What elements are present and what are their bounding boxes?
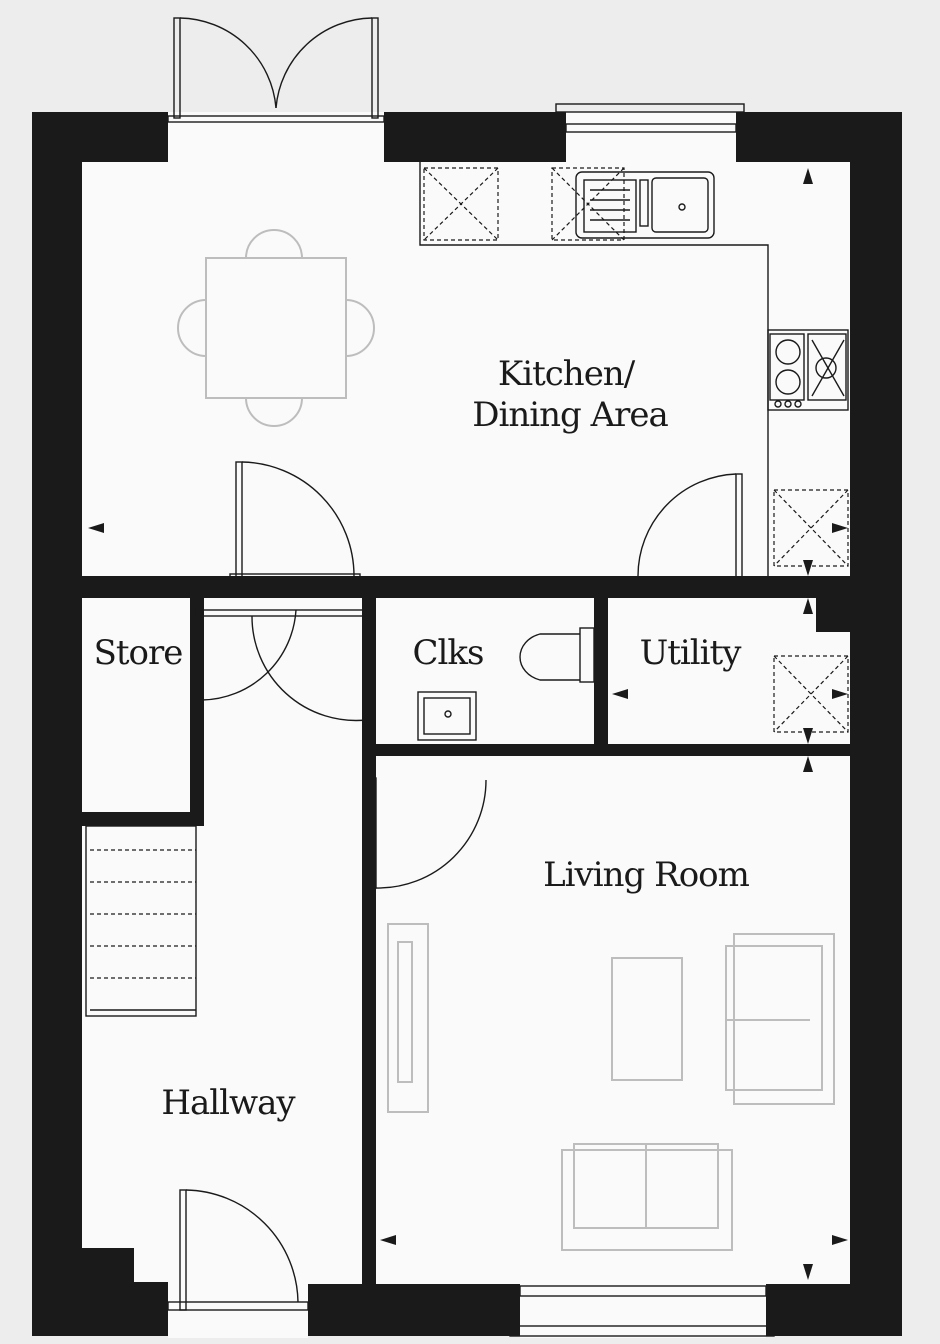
stairs: [85, 825, 197, 1017]
living-furniture: [387, 923, 835, 1251]
cloakroom-fixtures: [417, 627, 595, 741]
doors: [167, 461, 743, 1311]
dining-table: [177, 229, 375, 427]
french-doors: [167, 17, 385, 123]
label-clks: Clks: [413, 633, 484, 673]
window-kitchen: [555, 103, 745, 133]
label-hallway: Hallway: [161, 1083, 296, 1123]
dimension-markers: [88, 168, 848, 1280]
label-kitchen-line2: Dining Area: [472, 395, 668, 435]
floors: [82, 162, 850, 1284]
label-living-room: Living Room: [543, 855, 750, 895]
room-labels: Kitchen/ Dining Area Store Clks Utility …: [94, 354, 751, 1123]
label-utility: Utility: [640, 633, 743, 673]
label-store: Store: [94, 633, 183, 673]
internal-walls: [82, 576, 850, 1302]
label-kitchen-line1: Kitchen/: [498, 354, 636, 394]
hob: [767, 329, 849, 411]
window-living: [509, 1285, 775, 1337]
